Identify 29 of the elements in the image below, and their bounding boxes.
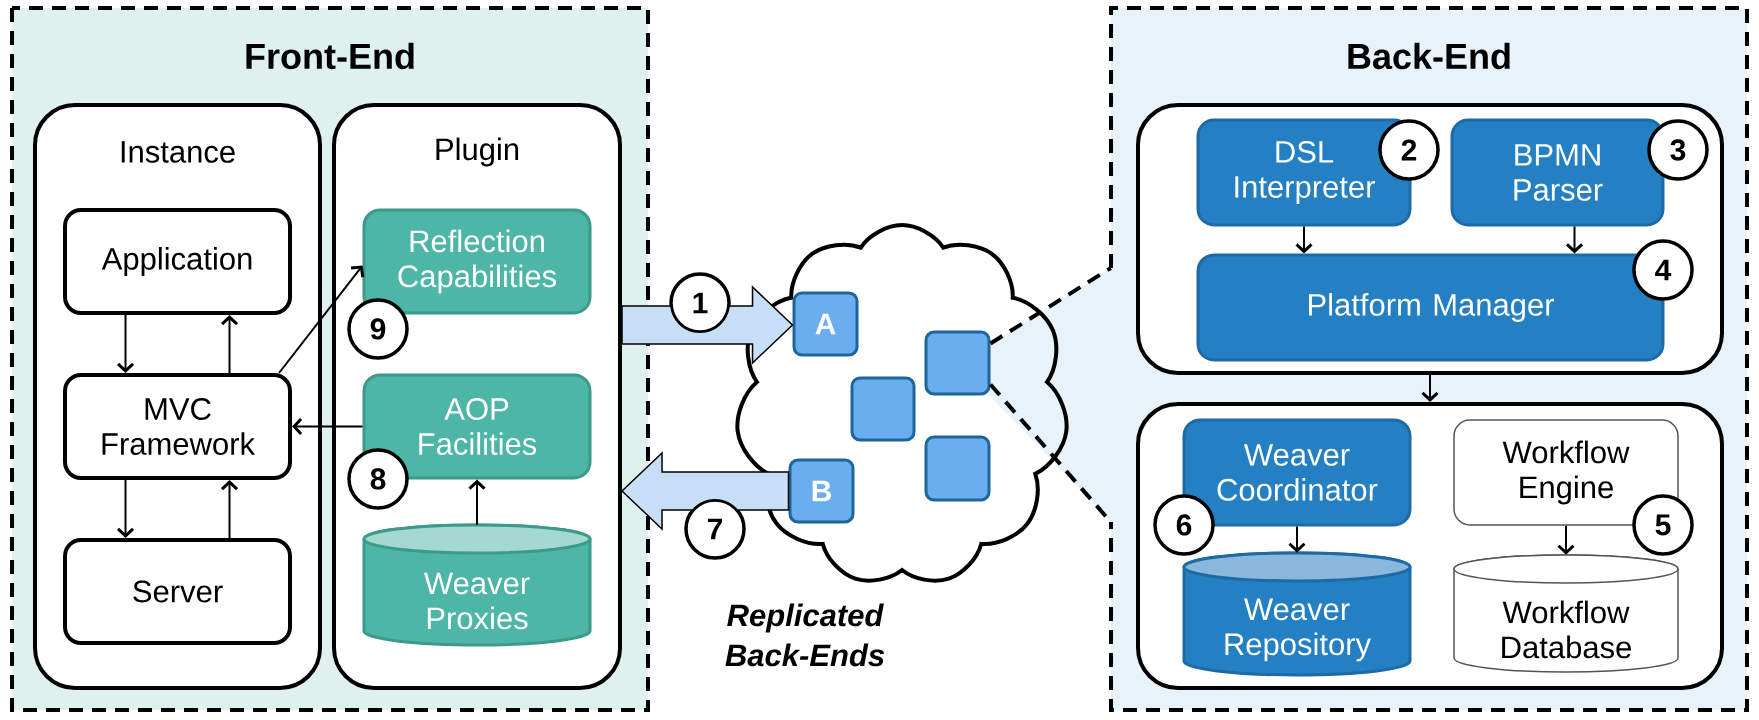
process-box: MVC Framework [63, 373, 292, 480]
arrow [1288, 525, 1306, 553]
replica-square [924, 435, 991, 502]
process-box: Application [63, 208, 292, 315]
arrow [221, 480, 239, 539]
replica-square: B [788, 458, 855, 524]
database-cylinder: Weaver Proxies [362, 523, 592, 647]
cloud-label: Replicated Back-Ends [725, 603, 885, 667]
arrow [468, 479, 486, 526]
block-arrow [621, 285, 794, 365]
arrow [1421, 374, 1439, 402]
database-cylinder: Workflow Database [1453, 554, 1679, 673]
database-cylinder: Weaver Repository [1182, 551, 1412, 677]
arrow [278, 265, 365, 374]
process-box: Reflection Capabilities [362, 208, 592, 315]
arrow [221, 315, 239, 374]
dashed-line [989, 266, 1112, 346]
replica-square [850, 376, 916, 442]
block-arrow [620, 451, 790, 531]
arrow [1295, 225, 1313, 254]
process-box: Server [63, 538, 292, 645]
arrow [292, 417, 364, 435]
replica-square: A [792, 291, 859, 357]
arrow [1565, 225, 1584, 254]
arrow [117, 479, 135, 538]
arrow [1557, 524, 1575, 555]
arrow [117, 314, 135, 373]
process-box: BPMN Parser [1450, 118, 1665, 227]
replica-square [924, 330, 991, 396]
